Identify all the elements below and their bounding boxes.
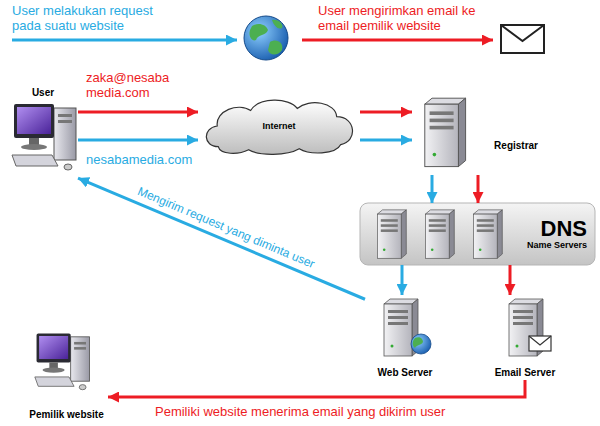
flow-caption: User melakukan request pada suatu websit…: [12, 3, 172, 33]
internet-cloud: Internet: [198, 95, 360, 157]
edge-label-box: nesabamedia.com: [86, 152, 196, 167]
globe-icon: [244, 16, 288, 60]
flow-arrow: [431, 175, 434, 203]
flow-arrow: [360, 111, 412, 114]
flow-arrow: [401, 265, 404, 295]
name-server: [377, 210, 406, 258]
flow-arrow: [477, 175, 480, 203]
cloud-shape: [206, 100, 352, 154]
request-arrow: [12, 39, 237, 42]
registrar-server: [425, 98, 466, 166]
flow-arrow: [78, 111, 198, 114]
server-node: Email Server: [480, 295, 570, 380]
caption-box: User mengirimkan email ke email pemilik …: [318, 3, 476, 33]
owner-computer: [35, 333, 90, 389]
envelope-icon: [501, 25, 544, 53]
node-title: Internet: [262, 121, 295, 131]
flow-arrow: [509, 265, 512, 295]
globe-badge: [411, 334, 431, 354]
node-title: DNS: [541, 218, 587, 240]
name-server: [425, 210, 454, 258]
edge-label: zaka@nesaba media.com: [86, 70, 181, 100]
flow-arrow: [360, 139, 412, 142]
flow-arrow: [78, 139, 198, 142]
node-title: Pemilik website: [29, 409, 103, 421]
user-computer: [12, 104, 76, 170]
edge-label-box: zaka@nesaba media.com: [86, 70, 181, 100]
dns-group: DNSName Servers: [360, 203, 595, 265]
flow-arrow: [78, 178, 365, 299]
email-arrow: [302, 39, 493, 42]
envelope-badge: [529, 336, 551, 351]
flow-caption: User mengirimkan email ke email pemilik …: [318, 3, 476, 33]
edge-label: Mengirim request yang diminta user: [135, 184, 317, 272]
server-node: Registrar: [412, 92, 542, 175]
edge-label-box: Pemiliki website menerima email yang dik…: [155, 402, 500, 420]
node-title: User: [32, 87, 54, 99]
node-subtitle: Name Servers: [527, 240, 587, 250]
flow-arrow: [108, 380, 525, 397]
edge-label: Pemiliki website menerima email yang dik…: [155, 404, 445, 419]
node-title: Email Server: [495, 367, 556, 379]
dns-band: [360, 203, 595, 265]
node-title: Web Server: [378, 367, 433, 379]
edge-label-box: Mengirim request yang diminta user: [135, 184, 317, 272]
computer-node: Pemilik website: [25, 328, 108, 422]
node-title: Registrar: [494, 140, 538, 152]
server-node: Web Server: [365, 295, 445, 380]
edge-label: nesabamedia.com: [86, 152, 196, 167]
computer-node: User: [8, 85, 78, 180]
caption-box: User melakukan request pada suatu websit…: [12, 3, 172, 33]
name-server: [473, 210, 502, 258]
